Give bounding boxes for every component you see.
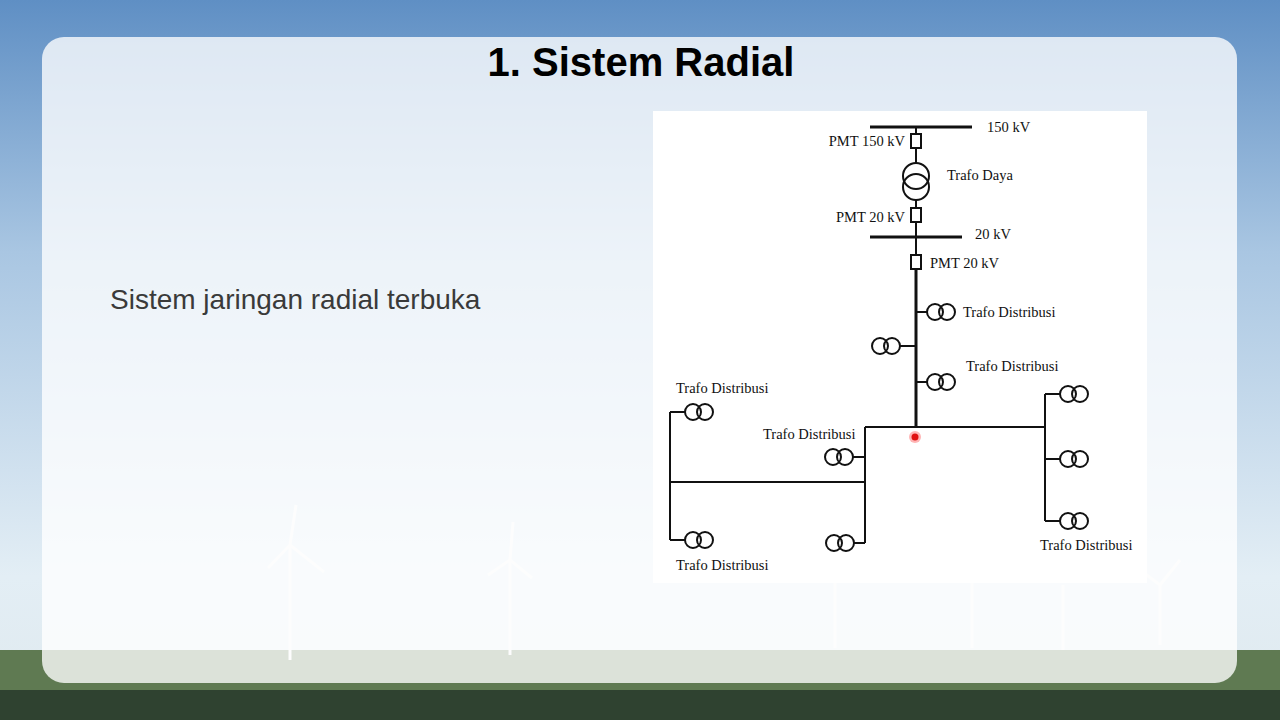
slide-title: 1. Sistem Radial <box>488 40 795 85</box>
bus-voltage: 20 kV <box>975 226 1011 243</box>
transformer-label: Trafo Distribusi <box>1040 537 1133 554</box>
breaker-label: PMT 150 kV <box>829 133 905 150</box>
body-text: Sistem jaringan radial terbuka <box>110 284 480 316</box>
bus-voltage: 150 kV <box>987 119 1030 136</box>
transformer-label: Trafo Distribusi <box>966 358 1059 375</box>
breaker-label: PMT 20 kV <box>930 255 999 272</box>
transformer-label: Trafo Daya <box>947 167 1013 184</box>
transformer-label: Trafo Distribusi <box>763 426 856 443</box>
transformer-label: Trafo Distribusi <box>676 557 769 574</box>
transformer-label: Trafo Distribusi <box>676 380 769 397</box>
breaker-label: PMT 20 kV <box>836 209 905 226</box>
transformer-label: Trafo Distribusi <box>963 304 1056 321</box>
